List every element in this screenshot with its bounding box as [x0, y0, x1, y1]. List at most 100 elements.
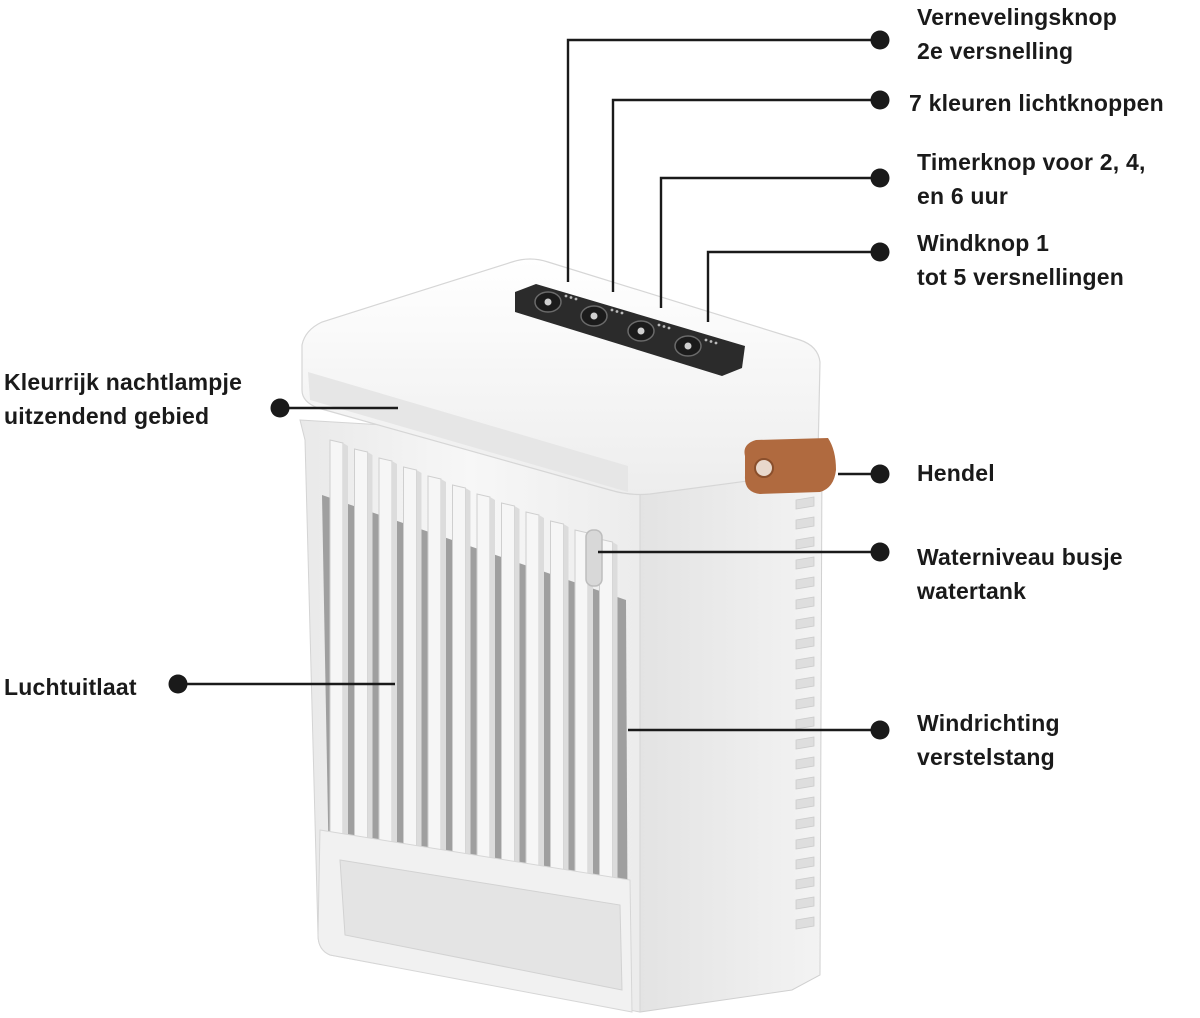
side-vent-slot — [795, 756, 815, 770]
panel-indicator-dot — [662, 325, 666, 328]
control-buttons — [534, 291, 718, 357]
water-level-window — [585, 529, 603, 587]
leader-light-dot — [870, 90, 890, 110]
leader-handle-dot — [870, 464, 890, 484]
panel-indicator-dot — [704, 338, 708, 342]
label-line: Hendel — [917, 460, 995, 486]
label-line: Vernevelingsknop — [917, 4, 1118, 30]
louver-blade — [378, 457, 393, 888]
label-line: Luchtuitlaat — [4, 674, 137, 700]
side-vent-slot — [795, 616, 815, 630]
label-line: Windknop 1 — [917, 230, 1050, 256]
louver-blade-shadow — [392, 461, 397, 889]
leader-timer-dot — [870, 168, 890, 188]
panel-indicator-dot — [620, 311, 624, 315]
label-line: uitzendend gebied — [4, 403, 210, 429]
louver-blade-shadow — [612, 542, 618, 952]
louver-blade — [329, 439, 344, 874]
label-line: Windrichting — [917, 710, 1060, 736]
cooler-side-panel — [627, 409, 823, 1013]
label-wind-button: Windknop 1 tot 5 versnellingen — [917, 226, 1124, 294]
side-vent-slot — [795, 796, 815, 810]
label-air-outlet: Luchtuitlaat — [4, 670, 137, 704]
panel-indicator-dot — [667, 326, 671, 330]
side-vent-slot — [795, 816, 815, 830]
louver-blade — [452, 484, 466, 909]
label-light-buttons: 7 kleuren lichtknoppen — [909, 86, 1164, 120]
label-line: tot 5 versnellingen — [917, 264, 1125, 290]
louver-blade-shadow — [441, 479, 446, 903]
label-handle: Hendel — [917, 456, 995, 490]
side-vent-slot — [795, 496, 815, 510]
label-line: verstelstang — [917, 744, 1055, 770]
label-water-level: Waterniveau busje watertank — [917, 540, 1123, 608]
side-vent-slot — [795, 676, 815, 690]
louver-blade-shadow — [514, 506, 520, 924]
panel-indicator-dot — [569, 296, 573, 299]
panel-indicator-dot — [610, 308, 614, 312]
panel-indicator-dot — [657, 323, 661, 327]
side-vents — [795, 496, 815, 930]
side-vent-slot — [795, 916, 815, 930]
leader-wind — [706, 250, 880, 322]
leader-wind-dot — [870, 242, 890, 262]
louver-blade — [476, 493, 491, 916]
side-vent-slot — [795, 696, 815, 710]
side-vent-slot — [795, 836, 815, 850]
label-misting-button: Vernevelingsknop 2e versnelling — [917, 0, 1117, 68]
panel-indicator-dot — [615, 310, 619, 313]
leader-wind-direction-dot — [870, 720, 890, 740]
label-line: Waterniveau busje — [917, 544, 1123, 570]
panel-indicator-dot — [564, 294, 568, 298]
louver-blade-shadow — [539, 515, 544, 931]
louver-blade-shadow — [367, 452, 373, 882]
louver-blade — [403, 466, 417, 895]
leader-air-outlet-dot — [168, 674, 188, 694]
side-vent-slot — [795, 716, 815, 730]
handle-rivet — [754, 458, 774, 478]
side-vent-slot — [795, 876, 815, 890]
louver-blade-shadow — [588, 533, 593, 945]
label-line: Timerknop voor 2, 4, — [917, 149, 1146, 175]
side-vent-slot — [795, 536, 815, 550]
leader-water-level-dot — [870, 542, 890, 562]
panel-button-icon — [544, 298, 552, 306]
side-vent-slot — [795, 596, 815, 610]
side-vent-slot — [795, 776, 815, 790]
label-line: 7 kleuren lichtknoppen — [909, 90, 1164, 116]
louver-blade — [354, 448, 368, 881]
side-vent-slot — [795, 576, 815, 590]
leader-night-light-dot — [270, 398, 290, 418]
panel-indicator-dot — [709, 340, 713, 343]
panel-indicator-dot — [714, 341, 718, 345]
panel-button-icon — [590, 312, 598, 320]
leader-timer — [659, 176, 880, 308]
front-louvers — [329, 439, 618, 952]
label-night-light: Kleurrijk nachtlampje uitzendend gebied — [4, 365, 242, 433]
louver-blade-shadow — [416, 470, 422, 896]
louver-blade-shadow — [465, 488, 471, 910]
side-vent-slot — [795, 896, 815, 910]
louver-blade-shadow — [563, 524, 569, 938]
label-line: watertank — [917, 578, 1027, 604]
callout-leaders — [168, 30, 890, 740]
side-vent-slot — [795, 556, 815, 570]
label-line: Kleurrijk nachtlampje — [4, 369, 243, 395]
night-light-strip — [308, 372, 628, 492]
leader-misting — [566, 38, 880, 282]
label-line: en 6 uur — [917, 183, 1009, 209]
panel-button-icon — [637, 327, 645, 335]
handle-strap — [744, 438, 836, 494]
louver-blade-shadow — [343, 443, 348, 875]
label-line: 2e versnelling — [917, 38, 1074, 64]
label-timer-button: Timerknop voor 2, 4, en 6 uur — [917, 145, 1146, 213]
side-vent-slot — [795, 856, 815, 870]
side-vent-slot — [795, 516, 815, 530]
side-vent-slot — [795, 736, 815, 750]
label-wind-direction: Windrichting verstelstang — [917, 706, 1060, 774]
louver-blade — [427, 475, 442, 902]
side-vent-slot — [795, 656, 815, 670]
leader-misting-dot — [870, 30, 890, 50]
